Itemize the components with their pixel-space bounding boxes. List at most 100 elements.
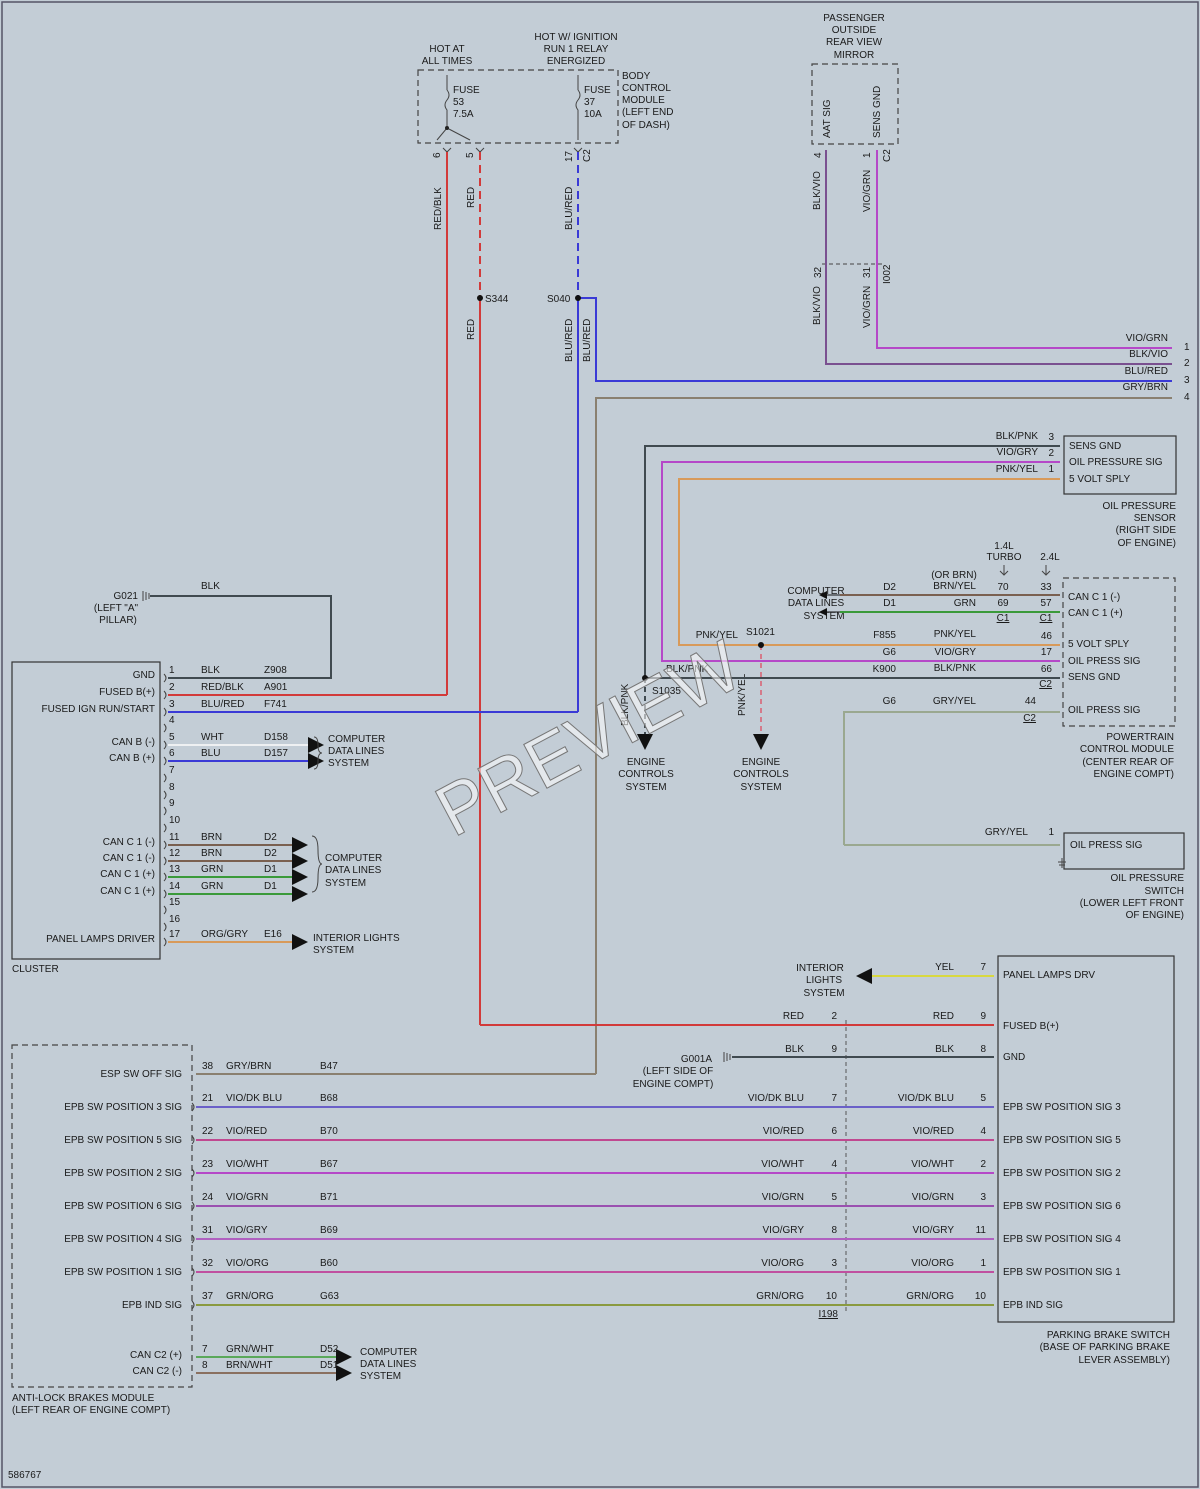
pbs-pin7: 7 bbox=[980, 962, 986, 973]
brace-cdl2 bbox=[311, 835, 323, 893]
abs-cdl-2: DATA LINES bbox=[360, 1359, 417, 1370]
cluster-ils-1: INTERIOR LIGHTS bbox=[313, 933, 400, 944]
cluster-cdl2-3: SYSTEM bbox=[325, 878, 366, 889]
pbs-left-wire: VIO/ORG bbox=[761, 1258, 804, 1269]
cluster-ils-2: SYSTEM bbox=[313, 945, 354, 956]
pcm-c2b: C2 bbox=[1023, 713, 1036, 724]
connector-tick bbox=[163, 690, 167, 700]
bus-3-color: BLU/RED bbox=[1125, 366, 1168, 377]
pbs-left-pin: 7 bbox=[831, 1093, 837, 1104]
cluster-pin-num: 17 bbox=[169, 929, 181, 940]
pcm-r3-label: 5 VOLT SPLY bbox=[1068, 639, 1129, 650]
g021-ground-icon bbox=[142, 591, 150, 601]
cluster-pin-num: 14 bbox=[169, 881, 181, 892]
pbs-red-l: RED bbox=[783, 1011, 804, 1022]
connector-tick bbox=[191, 1234, 195, 1244]
bus-3-pin: 3 bbox=[1184, 375, 1190, 386]
cluster-circuit: E16 bbox=[264, 929, 282, 940]
connector-tick bbox=[163, 840, 167, 850]
cluster-wire-color: BLU/RED bbox=[201, 699, 244, 710]
fuse53-2: 53 bbox=[453, 97, 465, 108]
pbs-sig-label: EPB SW POSITION SIG 6 bbox=[1003, 1201, 1121, 1212]
pcm-cap1: POWERTRAIN bbox=[1106, 732, 1174, 743]
abs-title-1: ANTI-LOCK BRAKES MODULE bbox=[12, 1393, 155, 1404]
connector-tick bbox=[191, 1267, 195, 1277]
cluster-title: CLUSTER bbox=[12, 964, 59, 975]
cluster-cdl1-3: SYSTEM bbox=[328, 758, 369, 769]
bcm-box bbox=[417, 69, 619, 144]
splice-s1035 bbox=[642, 675, 648, 681]
pbs-left-pin: 3 bbox=[831, 1258, 837, 1269]
mirror-viogrn: VIO/GRN bbox=[862, 170, 873, 212]
ecs2-2: CONTROLS bbox=[733, 769, 789, 780]
pcm-r4-circ: G6 bbox=[883, 647, 897, 658]
g001a-2: (LEFT SIDE OF bbox=[643, 1066, 713, 1077]
pbs-ils-3: SYSTEM bbox=[803, 988, 844, 999]
pcm-cdl-2: DATA LINES bbox=[788, 598, 845, 609]
cluster-pin-num: 16 bbox=[169, 914, 181, 925]
abs-esp-label: ESP SW OFF SIG bbox=[101, 1069, 183, 1080]
g001a-ground-icon bbox=[723, 1052, 731, 1062]
abs-epb-label: EPB SW POSITION 5 SIG bbox=[64, 1135, 182, 1146]
connector-tick bbox=[163, 823, 167, 833]
oil-s-l2: OIL PRESSURE SIG bbox=[1069, 457, 1163, 468]
pcm-hdr24: 2.4L bbox=[1040, 552, 1060, 563]
splice-s344 bbox=[477, 295, 483, 301]
oil-sw-pin: 1 bbox=[1048, 827, 1054, 838]
connector-tick bbox=[163, 756, 167, 766]
w-red-label: RED bbox=[466, 187, 477, 208]
pbs-right-pin: 10 bbox=[975, 1291, 987, 1302]
connector-tick bbox=[163, 905, 167, 915]
mirror-title-2: OUTSIDE bbox=[832, 25, 877, 36]
cluster-cdl2-1: COMPUTER bbox=[325, 853, 382, 864]
abs-epb-wire: VIO/GRY bbox=[226, 1225, 268, 1236]
oil-switch-box bbox=[1063, 832, 1185, 870]
mirror-title-1: PASSENGER bbox=[823, 13, 885, 24]
w-redblk-label: RED/BLK bbox=[433, 187, 444, 230]
connector-tick bbox=[163, 872, 167, 882]
wire-viogrn bbox=[876, 150, 1172, 349]
oil-sw-label: OIL PRESS SIG bbox=[1070, 840, 1143, 851]
pcm-r3-wire: PNK/YEL bbox=[934, 629, 977, 640]
abs-epb-circuit: G63 bbox=[320, 1291, 339, 1302]
bus-4-pin: 4 bbox=[1184, 392, 1190, 403]
pbs-red-r: RED bbox=[933, 1011, 954, 1022]
abs-esp-wire: GRY/BRN bbox=[226, 1061, 271, 1072]
abs-can-wire: BRN/WHT bbox=[226, 1360, 273, 1371]
g021-group: G021 (LEFT "A" PILLAR) BLK bbox=[94, 581, 220, 626]
oil-s-w1: BLK/PNK bbox=[996, 431, 1039, 442]
hot-ign-1: HOT W/ IGNITION bbox=[534, 32, 617, 43]
cluster-pin-num: 1 bbox=[169, 665, 175, 676]
abs-epb-wire: VIO/ORG bbox=[226, 1258, 269, 1269]
pbs-sig-label: EPB SW POSITION SIG 4 bbox=[1003, 1234, 1121, 1245]
pbs-right-wire: VIO/RED bbox=[913, 1126, 954, 1137]
pcm-cdl-3: SYSTEM bbox=[803, 611, 844, 622]
connector-tick bbox=[163, 740, 167, 750]
abs-epb-label: EPB SW POSITION 6 SIG bbox=[64, 1201, 182, 1212]
pcm-s1035: S1035 bbox=[652, 686, 681, 697]
cluster-pin-num: 5 bbox=[169, 732, 175, 743]
bcm-pin-6: 6 bbox=[432, 152, 443, 158]
mirror-pin31: 31 bbox=[862, 266, 873, 278]
bcm-label-3: MODULE bbox=[622, 95, 665, 106]
pcm-r6-wire: GRY/YEL bbox=[933, 696, 977, 707]
pbs-left-wire: VIO/GRN bbox=[762, 1192, 804, 1203]
cluster-wire-color: GRN bbox=[201, 881, 223, 892]
watermark: PREVIEW bbox=[423, 626, 754, 853]
pcm-r5-circ: K900 bbox=[873, 664, 897, 675]
bus-2-color: BLK/VIO bbox=[1129, 349, 1168, 360]
abs-title-2: (LEFT REAR OF ENGINE COMPT) bbox=[12, 1405, 170, 1416]
oil-s-w2: VIO/GRY bbox=[997, 447, 1039, 458]
mirror-pin4: 4 bbox=[813, 152, 824, 158]
pbs-sig-label: EPB SW POSITION SIG 5 bbox=[1003, 1135, 1121, 1146]
pcm-r2-circ: D1 bbox=[883, 598, 896, 609]
cluster-pin-num: 7 bbox=[169, 765, 175, 776]
pcm-hdr14-1: 1.4L bbox=[994, 541, 1014, 552]
pbs-sig-label: EPB SW POSITION SIG 3 bbox=[1003, 1102, 1121, 1113]
bcm-label-1: BODY bbox=[622, 71, 651, 82]
cluster-wire-color: GRN bbox=[201, 864, 223, 875]
mirror-sens-gnd: SENS GND bbox=[872, 86, 883, 138]
oil-s-l1: SENS GND bbox=[1069, 441, 1121, 452]
cluster-circuit: D1 bbox=[264, 881, 277, 892]
pbs-cap2: (BASE OF PARKING BRAKE bbox=[1040, 1342, 1171, 1353]
